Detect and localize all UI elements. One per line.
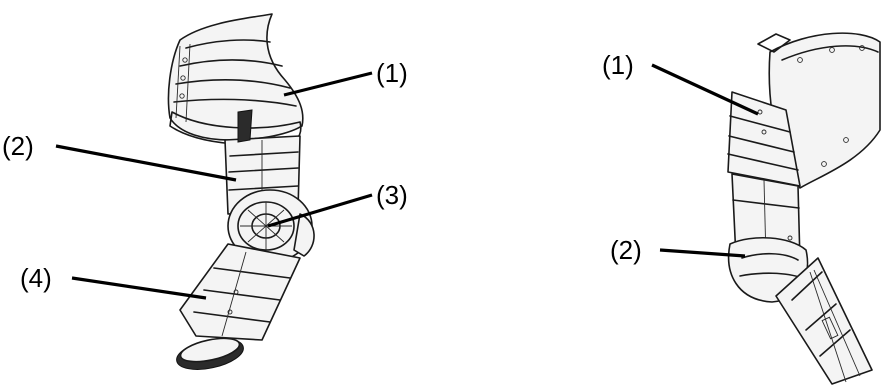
leader-line-left-2 [56,146,236,180]
label-left-3: (3) [376,180,408,210]
leader-line-left-1 [284,73,372,95]
label-left-4: (4) [20,263,52,293]
right-arm-armor-illustration [728,33,880,384]
label-right-2: (2) [610,235,642,265]
leader-line-left-4 [72,278,206,298]
label-left-2: (2) [2,131,34,161]
label-right-1: (1) [602,50,634,80]
left-arm-armor-illustration [168,14,314,375]
leader-line-right-1 [652,65,758,114]
label-left-1: (1) [376,58,408,88]
